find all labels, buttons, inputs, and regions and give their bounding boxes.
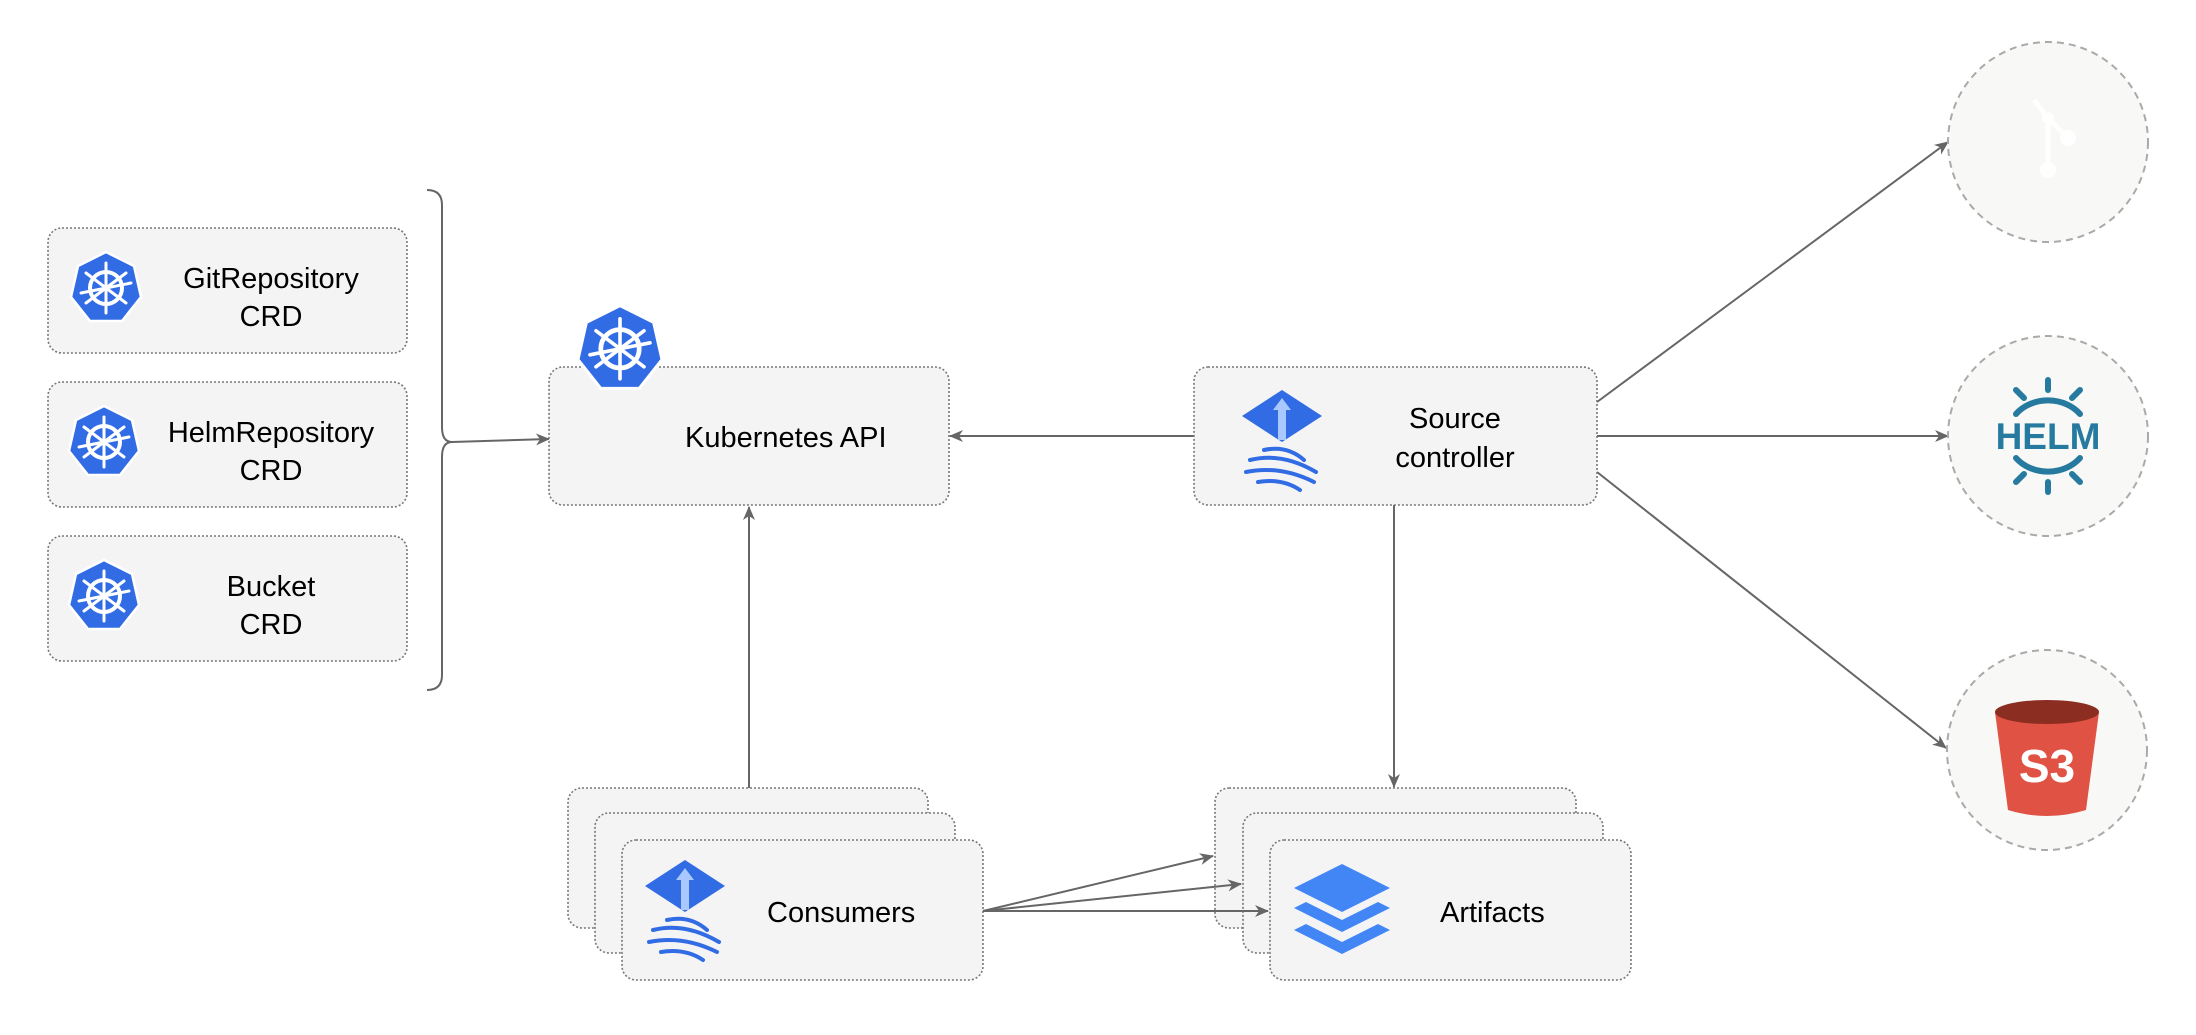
kubernetes-api-label: Kubernetes API xyxy=(685,422,887,454)
s3-source[interactable]: S3 xyxy=(1946,649,2148,851)
edges xyxy=(426,141,1949,788)
crd-bucket[interactable]: Bucket CRD xyxy=(47,535,408,662)
artifacts-node[interactable]: Artifacts xyxy=(1214,787,1632,981)
kubernetes-icon xyxy=(578,306,662,389)
consumers-label: Consumers xyxy=(767,897,915,929)
edge-consumers-to-artifacts-1 xyxy=(982,853,1214,912)
consumers-node[interactable]: Consumers xyxy=(567,787,984,981)
crd-helmrepository[interactable]: HelmRepository CRD xyxy=(47,381,408,508)
helm-source[interactable]: HELM xyxy=(1947,335,2149,537)
s3-text: S3 xyxy=(2019,740,2075,792)
edge-source-to-git xyxy=(1596,141,1949,403)
artifacts-label: Artifacts xyxy=(1440,897,1545,929)
source-controller-label-line1: Source xyxy=(1409,403,1501,435)
crd-gitrepository[interactable]: GitRepository CRD xyxy=(47,227,408,354)
crd-type: CRD xyxy=(240,609,303,641)
git-source[interactable] xyxy=(1947,0,2196,243)
edge-consumers-to-artifacts-2 xyxy=(982,879,1242,912)
edge-crds-to-api xyxy=(451,433,550,446)
crd-name: Bucket xyxy=(227,571,316,603)
s3-bucket-icon xyxy=(1995,700,2099,816)
git-icon xyxy=(2032,98,2076,178)
edge-source-to-s3 xyxy=(1596,471,1947,749)
helm-text: HELM xyxy=(1996,416,2101,457)
source-controller-label-line2: controller xyxy=(1395,442,1515,474)
crd-bracket xyxy=(426,189,453,691)
crd-type: CRD xyxy=(240,455,303,487)
crd-name: GitRepository xyxy=(183,263,359,295)
crd-name: HelmRepository xyxy=(168,417,375,449)
kubernetes-api-node[interactable]: Kubernetes API xyxy=(548,306,950,506)
source-controller-node[interactable]: Source controller xyxy=(1193,366,1598,506)
crd-type: CRD xyxy=(240,301,303,333)
helm-icon xyxy=(2013,377,2083,495)
